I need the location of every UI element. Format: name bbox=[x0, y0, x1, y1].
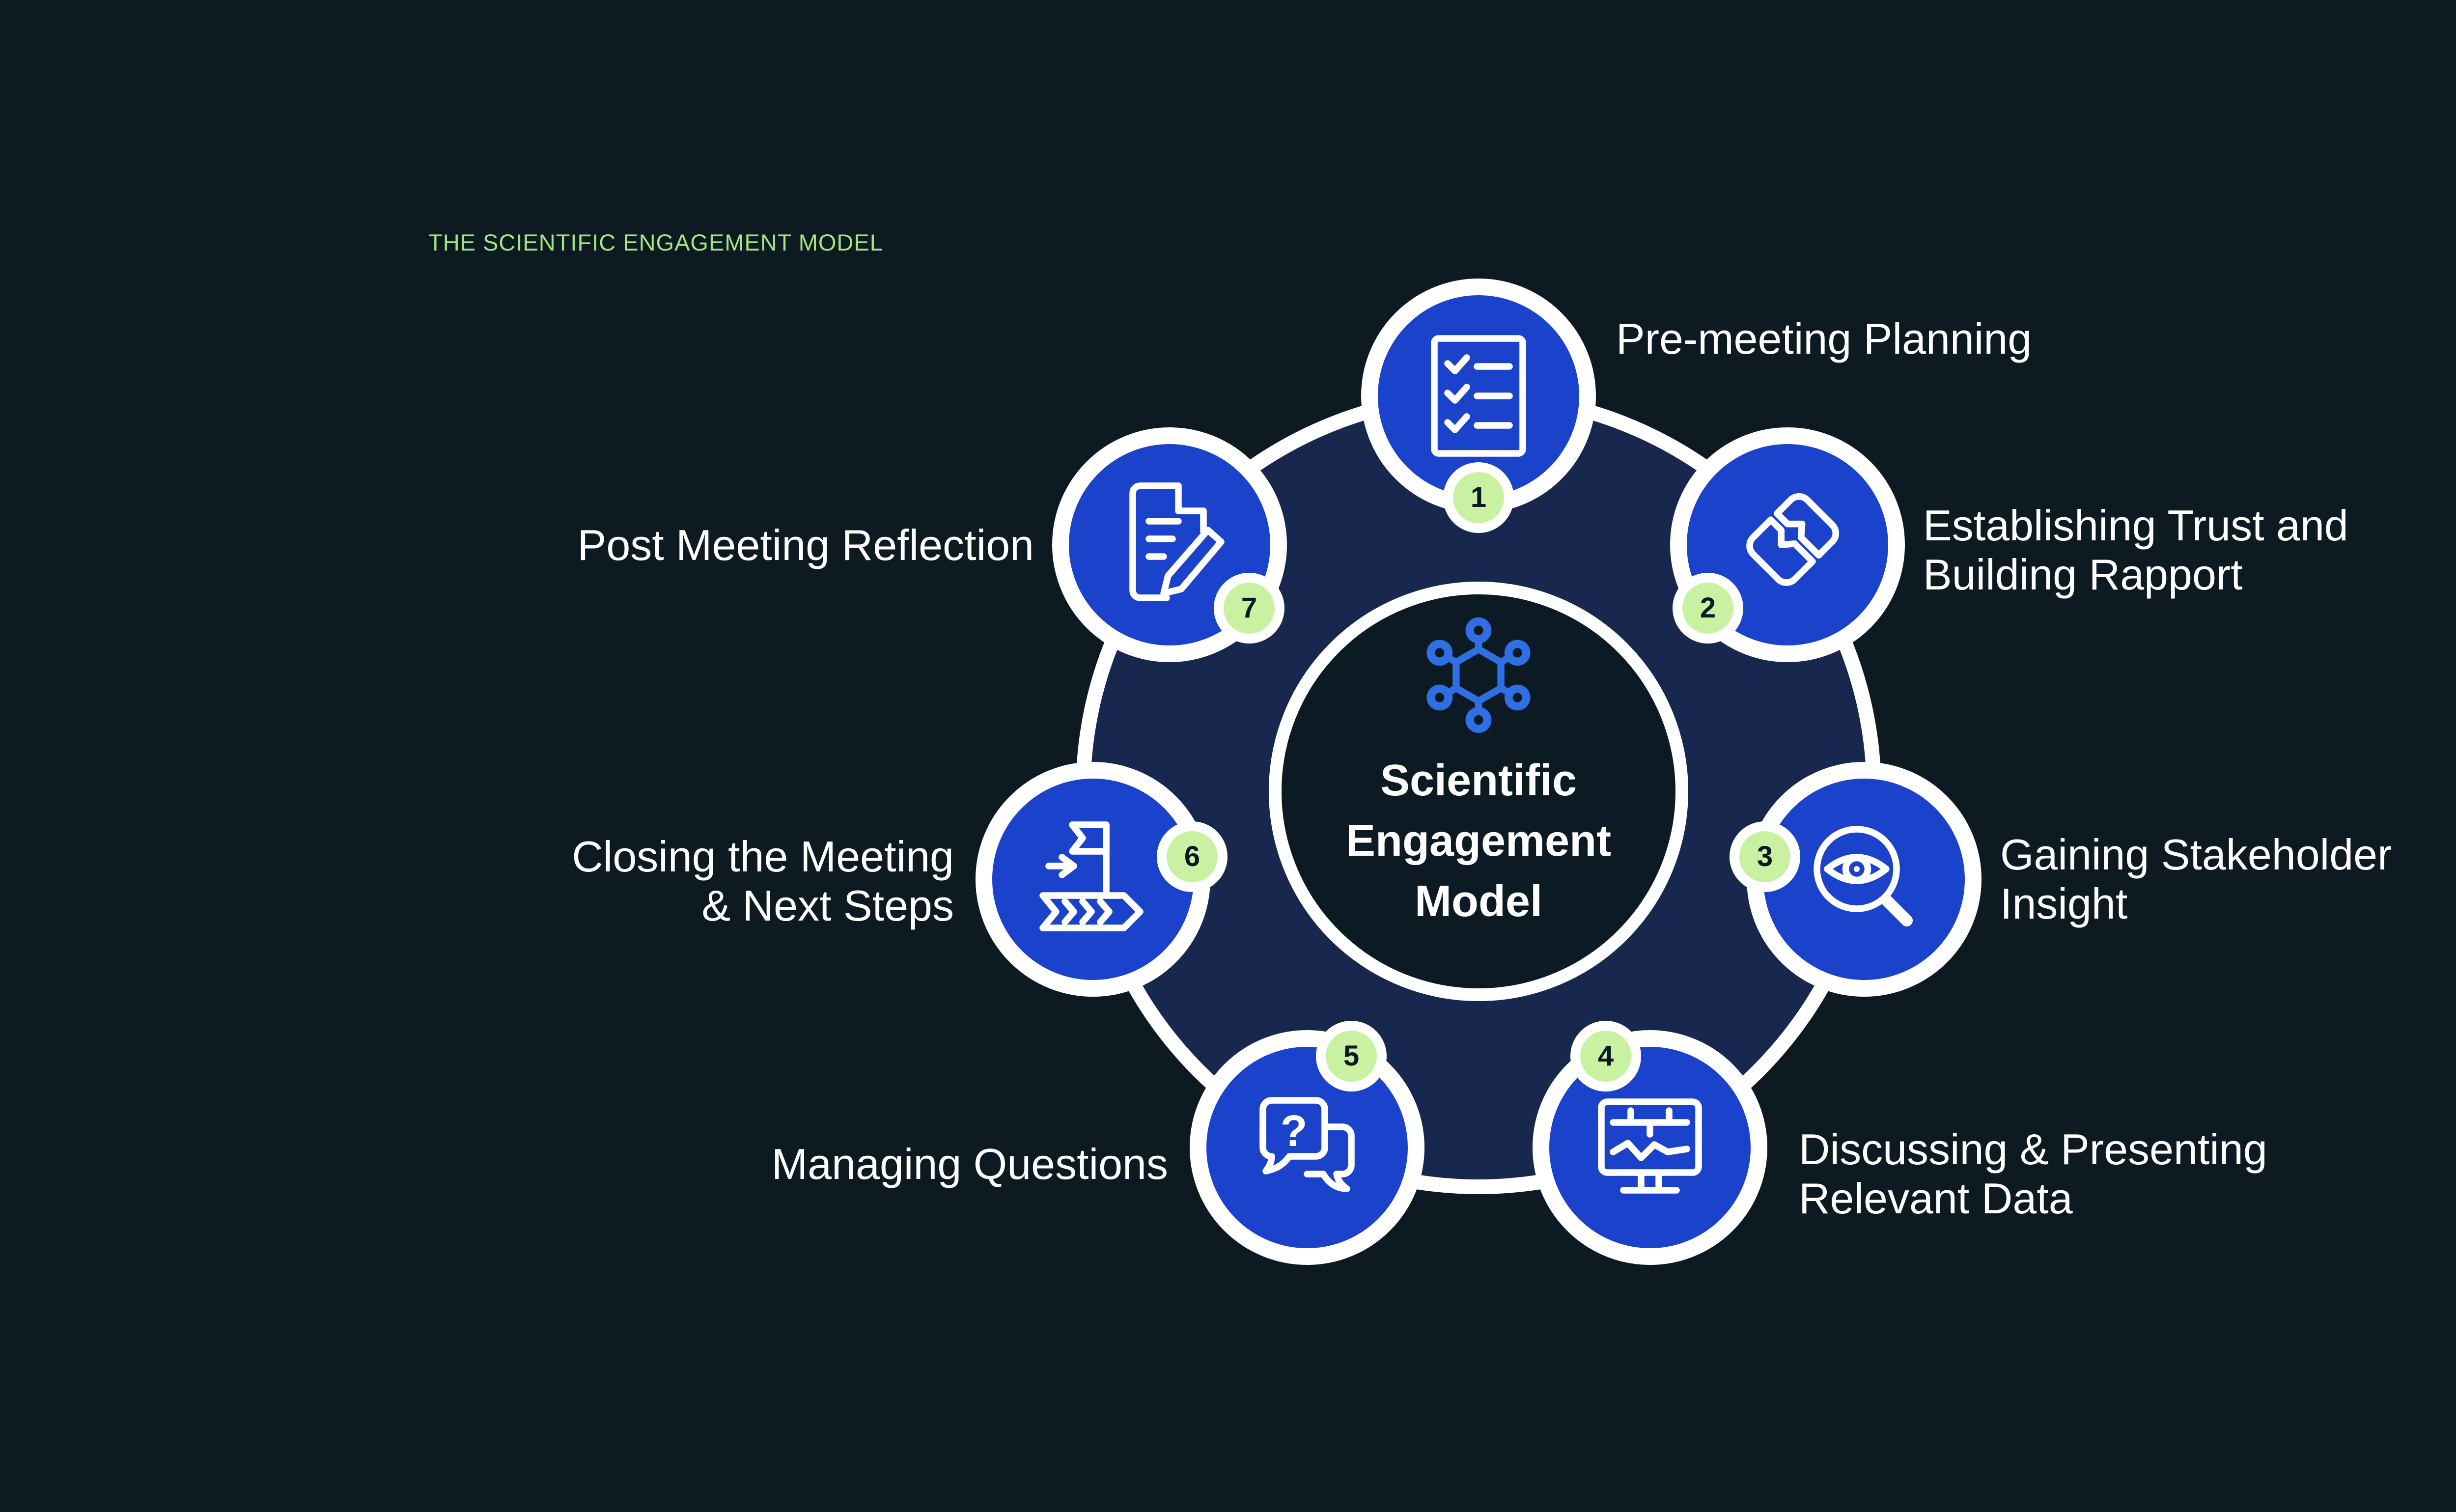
hub-title: Scientific Engagement Model bbox=[1345, 756, 1612, 926]
step-label-1: Pre-meeting Planning bbox=[1616, 314, 2032, 363]
badge-number: 5 bbox=[1343, 1040, 1360, 1072]
step-badge-4: 4 bbox=[1570, 1021, 1641, 1092]
step-label-4: Discussing & Presenting Relevant Data bbox=[1799, 1125, 2267, 1223]
step-badge-7: 7 bbox=[1214, 573, 1284, 644]
eye-magnifier-icon bbox=[1814, 826, 1913, 926]
badge-number: 6 bbox=[1184, 840, 1200, 872]
step-label-2: Establishing Trust and Building Rapport bbox=[1923, 501, 2348, 599]
svg-text:?: ? bbox=[1281, 1107, 1308, 1156]
milestone-flag-icon bbox=[1039, 821, 1144, 931]
document-pencil-icon bbox=[1129, 482, 1225, 601]
step-badge-5: 5 bbox=[1316, 1021, 1387, 1092]
step-label-3: Gaining Stakeholder Insight bbox=[2000, 830, 2392, 928]
step-badge-3: 3 bbox=[1730, 821, 1800, 892]
badge-number: 4 bbox=[1597, 1040, 1614, 1072]
step-label-6: Closing the Meeting & Next Steps bbox=[572, 832, 954, 930]
question-chat-icon: ? bbox=[1259, 1097, 1355, 1192]
step-badge-6: 6 bbox=[1157, 821, 1228, 892]
step-badge-2: 2 bbox=[1673, 573, 1743, 644]
badge-number: 1 bbox=[1470, 481, 1487, 513]
step-badge-1: 1 bbox=[1443, 462, 1514, 533]
badge-number: 2 bbox=[1700, 592, 1716, 624]
badge-number: 3 bbox=[1757, 840, 1773, 872]
handshake-icon bbox=[1746, 493, 1839, 586]
molecule-network-icon bbox=[1426, 617, 1531, 733]
checklist-icon bbox=[1431, 335, 1526, 457]
data-monitor-icon bbox=[1598, 1098, 1702, 1194]
badge-number: 7 bbox=[1241, 592, 1257, 624]
step-label-7: Post Meeting Reflection bbox=[577, 521, 1034, 569]
step-label-5: Managing Questions bbox=[771, 1140, 1168, 1188]
page-title: THE SCIENTIFIC ENGAGEMENT MODEL bbox=[428, 229, 883, 255]
